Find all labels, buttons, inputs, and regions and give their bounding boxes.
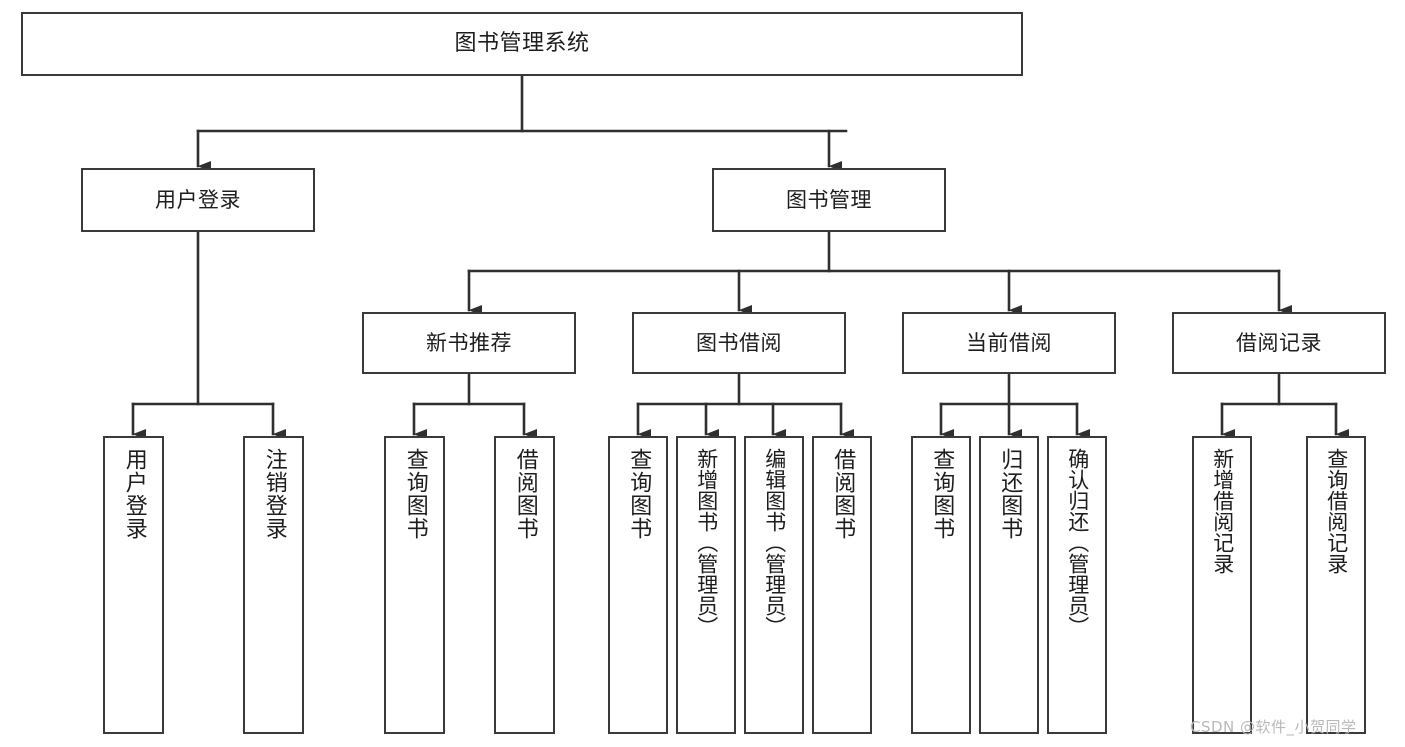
node-label: 图书管理 bbox=[786, 187, 872, 212]
leaf-logout-login[interactable]: 注销登录 bbox=[243, 436, 304, 734]
node-label: 用户登录 bbox=[121, 448, 147, 540]
leaf-query-book-recommend[interactable]: 查询图书 bbox=[384, 436, 445, 734]
node-current-borrow[interactable]: 当前借阅 bbox=[902, 312, 1116, 374]
node-label: 查询图书 bbox=[929, 448, 955, 540]
node-label: 新增借阅记录 bbox=[1210, 448, 1235, 574]
node-label: 图书管理系统 bbox=[454, 31, 590, 57]
leaf-borrow-book-recommend[interactable]: 借阅图书 bbox=[494, 436, 555, 734]
node-label: 注销登录 bbox=[261, 448, 287, 540]
node-label: 借阅图书 bbox=[830, 448, 856, 540]
leaf-query-borrow-record[interactable]: 查询借阅记录 bbox=[1306, 436, 1366, 734]
leaf-query-book-borrow[interactable]: 查询图书 bbox=[608, 436, 668, 734]
node-label: 查询借阅记录 bbox=[1324, 448, 1349, 574]
node-root-system[interactable]: 图书管理系统 bbox=[21, 12, 1023, 76]
node-borrow-record[interactable]: 借阅记录 bbox=[1172, 312, 1386, 374]
leaf-edit-book-admin[interactable]: 编辑图书（管理员） bbox=[744, 436, 804, 734]
leaf-add-book-admin[interactable]: 新增图书（管理员） bbox=[676, 436, 736, 734]
node-label: 编辑图书（管理员） bbox=[762, 448, 787, 637]
node-label: 查询图书 bbox=[402, 448, 428, 540]
node-label: 新增图书（管理员） bbox=[694, 448, 719, 637]
node-label: 新书推荐 bbox=[426, 330, 512, 355]
node-label: 确认归还（管理员） bbox=[1065, 448, 1090, 637]
node-book-borrow[interactable]: 图书借阅 bbox=[632, 312, 846, 374]
leaf-query-book-current[interactable]: 查询图书 bbox=[911, 436, 971, 734]
node-label: 图书借阅 bbox=[696, 330, 782, 355]
node-label: 归还图书 bbox=[997, 448, 1023, 540]
leaf-return-book[interactable]: 归还图书 bbox=[979, 436, 1039, 734]
node-label: 借阅记录 bbox=[1236, 330, 1322, 355]
node-book-management[interactable]: 图书管理 bbox=[712, 168, 946, 232]
node-label: 查询图书 bbox=[626, 448, 652, 540]
watermark-text: CSDN @软件_小贺同学 bbox=[1190, 718, 1357, 736]
leaf-confirm-return-admin[interactable]: 确认归还（管理员） bbox=[1047, 436, 1107, 734]
leaf-add-borrow-record[interactable]: 新增借阅记录 bbox=[1192, 436, 1252, 734]
leaf-borrow-book-borrow[interactable]: 借阅图书 bbox=[812, 436, 872, 734]
node-user-login[interactable]: 用户登录 bbox=[81, 168, 315, 232]
node-label: 用户登录 bbox=[155, 187, 241, 212]
node-label: 当前借阅 bbox=[966, 330, 1052, 355]
leaf-user-login[interactable]: 用户登录 bbox=[103, 436, 164, 734]
node-label: 借阅图书 bbox=[512, 448, 538, 540]
node-new-book-recommend[interactable]: 新书推荐 bbox=[362, 312, 576, 374]
